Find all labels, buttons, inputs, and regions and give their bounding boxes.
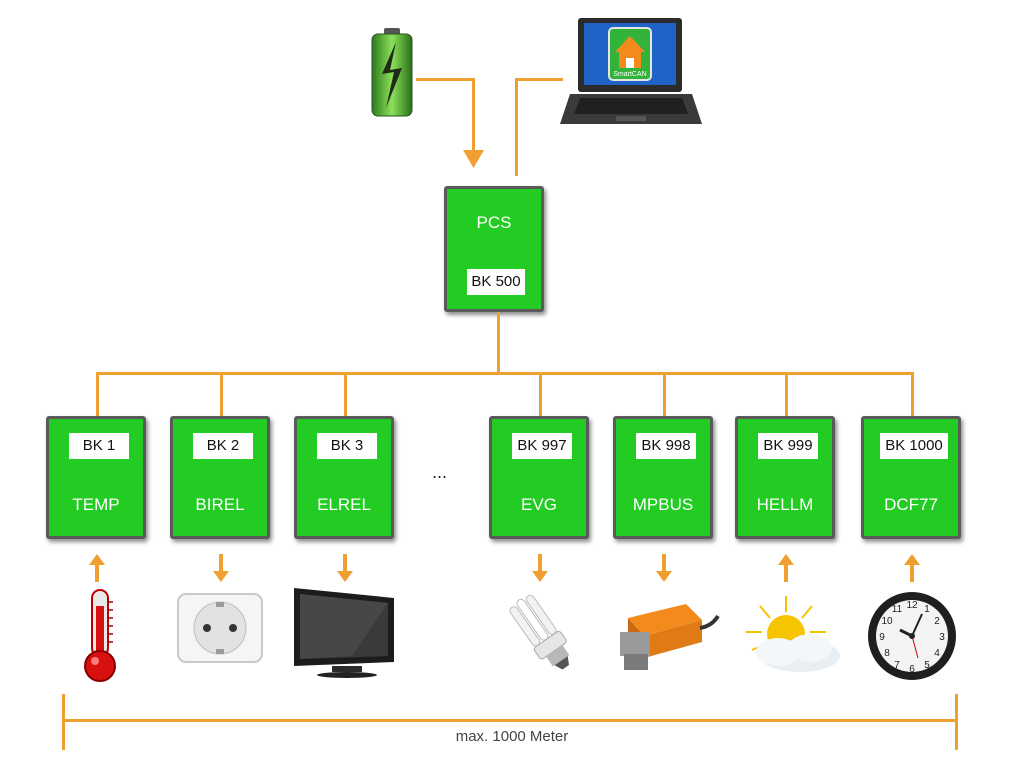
arrow-up-icon	[89, 554, 105, 582]
svg-text:10: 10	[881, 616, 893, 627]
module-bk-1000: BK 1000 DCF77	[861, 416, 961, 539]
distance-tick-right	[955, 694, 958, 750]
module-label: TEMP	[72, 495, 120, 514]
module-bk-999: BK 999 HELLM	[735, 416, 835, 539]
laptop-screen-text: SmartCAN	[613, 71, 646, 78]
arrow-up-icon	[904, 554, 920, 582]
arrow-down-icon	[337, 554, 353, 582]
distance-label: max. 1000 Meter	[455, 728, 569, 745]
arrow-down-icon	[213, 554, 229, 582]
arrow-up-icon	[778, 554, 794, 582]
pcs-bus-stem	[497, 312, 500, 374]
bus-drop-998	[663, 372, 666, 418]
module-tag: BK 1	[69, 433, 129, 459]
laptop-wire-h	[515, 78, 563, 81]
module-tag: BK 997	[512, 433, 572, 459]
module-label: DCF77	[884, 495, 938, 514]
module-tag: BK 999	[758, 433, 818, 459]
pcs-tag: BK 500	[467, 269, 525, 295]
module-label: EVG	[521, 495, 557, 514]
module-bk-998: BK 998 MPBUS	[613, 416, 713, 539]
laptop-icon: SmartCAN	[560, 18, 702, 124]
svg-text:3: 3	[939, 632, 945, 643]
power-socket-icon	[177, 593, 263, 663]
pcs-label: PCS	[476, 213, 512, 232]
pcs-controller: PCS BK 500	[444, 186, 544, 312]
module-bk-3: BK 3 ELREL	[294, 416, 394, 539]
module-label: HELLM	[756, 495, 814, 514]
svg-text:2: 2	[934, 616, 940, 627]
svg-text:9: 9	[879, 632, 885, 643]
energy-saving-lamp-icon	[509, 594, 570, 670]
svg-text:11: 11	[892, 604, 903, 615]
module-tag: BK 2	[193, 433, 253, 459]
bus-line	[96, 372, 914, 375]
module-label: MPBUS	[632, 495, 694, 514]
arrow-down-icon	[656, 554, 672, 582]
arrow-down-icon	[532, 554, 548, 582]
bus-drop-2	[220, 372, 223, 418]
module-bk-1: BK 1 TEMP	[46, 416, 146, 539]
battery-wire-h	[416, 78, 474, 81]
svg-text:6: 6	[909, 664, 915, 675]
arrow-down-icon	[463, 150, 484, 168]
module-bk-997: BK 997 EVG	[489, 416, 589, 539]
svg-text:5: 5	[924, 660, 930, 671]
bus-drop-999	[785, 372, 788, 418]
module-tag: BK 1000	[880, 433, 948, 459]
ellipsis: ...	[432, 462, 448, 482]
damper-actuator-icon	[620, 604, 720, 670]
module-label: ELREL	[317, 495, 371, 514]
laptop-wire-v	[515, 78, 518, 176]
module-label: BIREL	[195, 495, 245, 514]
svg-text:1: 1	[924, 604, 930, 615]
svg-text:4: 4	[934, 648, 940, 659]
battery-icon	[371, 28, 413, 117]
bus-drop-1	[96, 372, 99, 418]
distance-tick-left	[62, 694, 65, 750]
thermometer-icon	[84, 589, 116, 682]
module-tag: BK 998	[636, 433, 696, 459]
svg-text:12: 12	[906, 600, 918, 611]
television-icon	[294, 588, 394, 678]
svg-text:8: 8	[884, 648, 890, 659]
distance-line	[62, 719, 958, 722]
module-tag: BK 3	[317, 433, 377, 459]
bus-drop-3	[344, 372, 347, 418]
bus-drop-997	[539, 372, 542, 418]
sun-cloud-icon	[746, 596, 840, 672]
battery-wire-v	[472, 78, 475, 152]
module-bk-2: BK 2 BIREL	[170, 416, 270, 539]
bus-drop-1000	[911, 372, 914, 418]
svg-text:7: 7	[894, 660, 900, 671]
